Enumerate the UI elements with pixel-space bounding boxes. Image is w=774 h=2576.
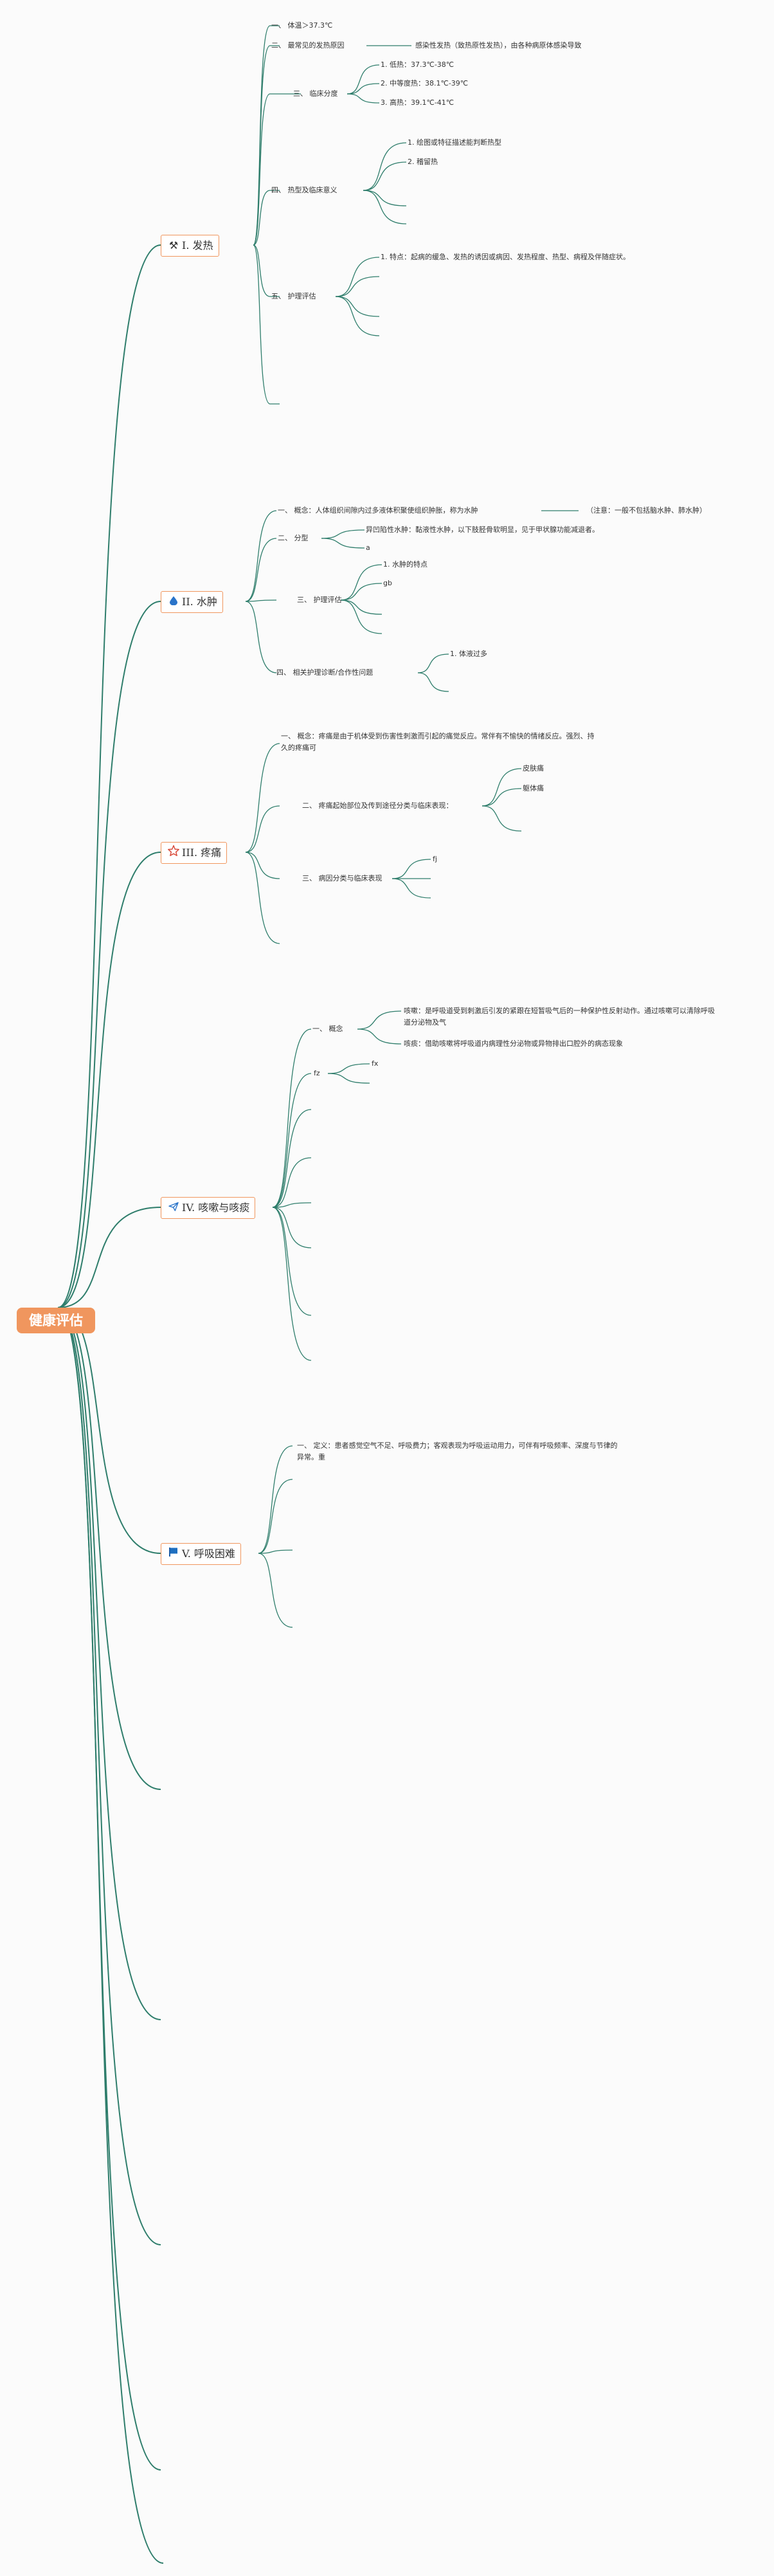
section-edema-title: II. 水肿 [182,596,217,608]
pain-node-2b[interactable]: 躯体痛 [523,784,544,792]
section-dyspnea-title: V. 呼吸困难 [182,1548,235,1560]
edema-node-4[interactable]: 四、 相关护理诊断/合作性问题 [276,668,374,677]
send-icon [166,1198,181,1218]
section-cough-title: IV. 咳嗽与咳痰 [182,1201,250,1214]
section-dyspnea[interactable]: V. 呼吸困难 [161,1543,241,1565]
dyspnea-node-1[interactable]: 一、 定义：患者感觉空气不足、呼吸费力；客观表现为呼吸运动用力，可伴有呼吸频率、… [297,1441,618,1461]
cough-node-2[interactable]: fz [314,1069,320,1077]
flag-icon [166,1544,181,1564]
edema-node-2[interactable]: 二、 分型 [278,534,309,542]
drop-icon [166,592,181,612]
fever-node-5a[interactable]: 1. 特点：起病的缓急、发热的诱因或病因、发热程度、热型、病程及伴随症状。 [381,253,630,261]
section-edema[interactable]: II. 水肿 [161,591,223,613]
cough-node-2a[interactable]: fx [372,1059,379,1068]
pain-node-3a[interactable]: fj [433,855,437,863]
fever-node-3a[interactable]: 1. 低热：37.3℃-38℃ [381,60,455,69]
fever-node-4b[interactable]: 2. 稽留热 [408,158,438,166]
edema-node-4a[interactable]: 1. 体液过多 [450,650,487,658]
cough-node-1b[interactable]: 咳痰：借助咳嗽将呼吸道内病理性分泌物或异物排出口腔外的病态现象 [404,1039,623,1048]
fever-node-5[interactable]: 五、 护理评估 [271,292,316,300]
fever-node-4[interactable]: 四、 热型及临床意义 [271,186,338,194]
edema-node-1[interactable]: 一、 概念：人体组织间隙内过多液体积聚使组织肿胀，称为水肿 [278,506,478,515]
tools-icon: ⚒ [168,239,179,251]
edema-node-3a[interactable]: 1. 水肿的特点 [383,560,428,569]
fever-node-2[interactable]: 二、 最常见的发热原因 [271,41,345,50]
fever-node-3[interactable]: 三、 临床分度 [293,89,338,98]
section-cough[interactable]: IV. 咳嗽与咳痰 [161,1197,256,1219]
fever-node-3c[interactable]: 3. 高热：39.1℃-41℃ [381,98,455,107]
pain-node-2a[interactable]: 皮肤痛 [523,764,544,772]
pain-node-3[interactable]: 三、 病因分类与临床表现 [302,874,382,882]
section-fever-title: I. 发热 [182,239,213,251]
edema-node-2a[interactable]: 异凹陷性水肿：黏液性水肿，以下肢胫骨软明显，见于甲状腺功能减退者。 [366,525,599,534]
root-node[interactable]: 健康评估 [17,1308,95,1333]
edema-node-2b[interactable]: a [366,544,370,552]
edema-node-1a[interactable]: （注意：一般不包括脑水肿、肺水肿） [586,506,706,515]
pain-node-2[interactable]: 二、 疼痛起始部位及传到途径分类与临床表现： [302,801,453,810]
fever-node-1[interactable]: 一、 体温＞37.3℃ [271,21,333,30]
pain-node-1[interactable]: 一、 概念：疼痛是由于机体受到伤害性刺激而引起的痛觉反应。常伴有不愉快的情绪反应… [281,732,595,752]
fever-node-3b[interactable]: 2. 中等度热：38.1℃-39℃ [381,79,469,87]
fever-node-4a[interactable]: 1. 绘图或特征描述能判断热型 [408,138,501,147]
cough-node-1[interactable]: 一、 概念 [312,1025,343,1033]
section-fever[interactable]: ⚒I. 发热 [161,235,219,257]
fever-node-2a[interactable]: 感染性发热（致热原性发热），由各种病原体感染导致 [415,41,582,50]
edema-node-3b[interactable]: gb [383,579,392,587]
cough-node-1a[interactable]: 咳嗽：是呼吸道受到刺激后引发的紧跟在短暂吸气后的一种保护性反射动作。通过咳嗽可以… [404,1007,715,1027]
star-icon [166,843,181,863]
section-pain[interactable]: III. 疼痛 [161,842,228,864]
section-pain-title: III. 疼痛 [182,846,222,859]
edema-node-3[interactable]: 三、 护理评估 [297,596,342,604]
